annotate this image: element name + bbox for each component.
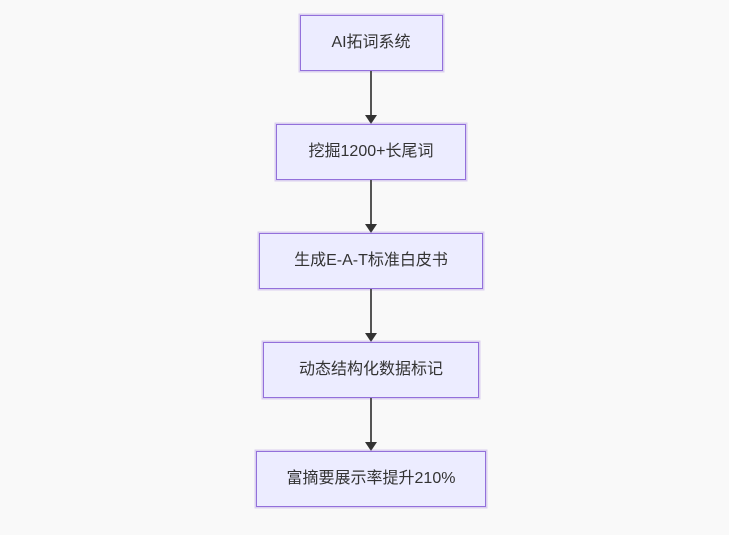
arrow-down-icon [365,333,377,342]
arrow-line [370,71,372,115]
arrow-line [370,398,372,442]
arrow-down-icon [365,442,377,451]
arrow-line [370,180,372,224]
arrow-down-icon [365,115,377,124]
flow-node-4: 动态结构化数据标记 [263,342,479,398]
flow-node-1: AI拓词系统 [299,15,443,71]
arrow-line [370,289,372,333]
flow-node-3: 生成E-A-T标准白皮书 [259,233,483,289]
node-label: 富摘要展示率提升210% [286,470,456,488]
flow-node-5: 富摘要展示率提升210% [256,451,486,507]
flowchart-canvas: AI拓词系统 挖掘1200+长尾词 生成E-A-T标准白皮书 动态结构化数据标记… [256,15,486,507]
node-label: 挖掘1200+长尾词 [308,143,434,161]
node-label: 动态结构化数据标记 [298,361,443,379]
flow-edge-3 [365,289,377,342]
node-label: AI拓词系统 [331,34,411,52]
flow-edge-2 [365,180,377,233]
flow-edge-4 [365,398,377,451]
flow-edge-1 [365,71,377,124]
arrow-down-icon [365,224,377,233]
flow-node-2: 挖掘1200+长尾词 [276,124,466,180]
node-label: 生成E-A-T标准白皮书 [294,252,448,270]
